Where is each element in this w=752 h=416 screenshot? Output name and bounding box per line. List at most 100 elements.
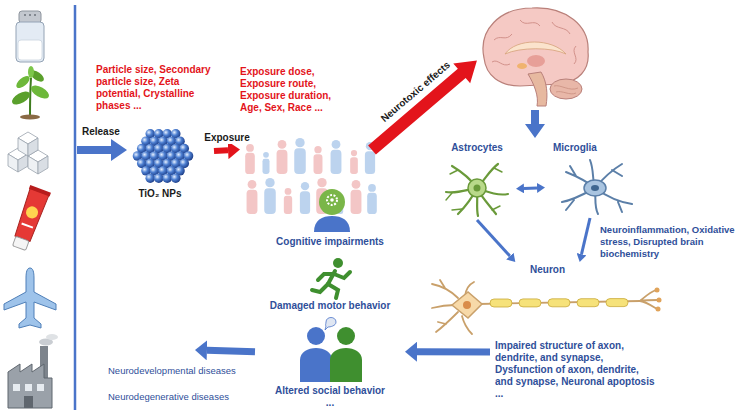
process-label: Neurotoxic effects xyxy=(379,59,453,125)
person-body xyxy=(294,148,306,174)
microglia-illustration xyxy=(562,160,632,214)
cell-name: Microglia xyxy=(553,142,633,154)
myelin-segment xyxy=(490,299,512,307)
neuron-illustration-part xyxy=(432,280,658,334)
person-silhouette xyxy=(247,180,258,214)
salt-shaker-icon-part xyxy=(19,11,41,23)
person-silhouette xyxy=(350,150,358,174)
social-behavior-icon-part xyxy=(325,318,336,331)
person-body xyxy=(351,190,362,214)
person-silhouette xyxy=(314,146,323,174)
behavior-name: Cognitive impairments xyxy=(255,236,405,248)
cell-name: Neuron xyxy=(530,264,590,276)
plant-icon-part xyxy=(20,115,40,120)
person-silhouette xyxy=(284,188,292,214)
disease-node: Neurodevelopmental diseasesNeurodegenera… xyxy=(108,350,246,410)
motor-behavior-icon-part xyxy=(333,258,343,268)
factory-icon-part xyxy=(25,384,32,391)
person-head xyxy=(295,138,304,147)
process-label: Release xyxy=(82,126,120,138)
behavior-node: Cognitive impairmentsDamaged motor behav… xyxy=(255,180,405,412)
person-silhouette xyxy=(300,182,310,214)
factory-icon-part xyxy=(46,334,58,340)
neuron-illustration-part-part xyxy=(462,316,472,334)
person-silhouette xyxy=(351,180,362,214)
release-arrow xyxy=(77,139,127,161)
social-behavior-icon-part xyxy=(337,327,355,345)
airplane-icon-part xyxy=(4,268,56,328)
property-list: Particle size, Secondary particle size, … xyxy=(96,64,214,112)
neuron-illustration-part xyxy=(657,298,662,303)
neuron-illustration-part xyxy=(655,288,660,293)
factory-icon-part xyxy=(24,396,33,408)
person-head xyxy=(278,140,287,149)
source-axis-line xyxy=(75,5,76,410)
cognitive-icon-part xyxy=(319,189,345,215)
person-head xyxy=(265,178,274,187)
sugar-cubes-icon-part xyxy=(18,132,38,156)
motor-behavior-icon-part xyxy=(334,272,350,278)
neuron-illustration-part-part xyxy=(432,280,458,298)
neuron-illustration-part-part xyxy=(640,290,658,309)
person-body xyxy=(277,150,288,174)
sunscreen-tube-icon xyxy=(9,185,51,252)
person-head xyxy=(351,150,357,156)
behavior-name: Altered social behavior xyxy=(255,385,405,397)
person-head xyxy=(285,188,292,195)
motor-behavior-icon xyxy=(312,258,350,298)
disease-name: Neurodevelopmental diseases xyxy=(108,365,246,377)
person-silhouette xyxy=(264,178,276,214)
brain-to-cells-arrow xyxy=(525,110,545,138)
astrocyte-illustration xyxy=(446,164,508,216)
social-behavior-icon-part xyxy=(300,348,332,382)
person-body xyxy=(314,154,323,174)
person-body xyxy=(264,188,276,214)
social-behavior-icon xyxy=(300,318,362,383)
astrocyte-illustration-part xyxy=(468,179,486,197)
sugar-cubes-icon xyxy=(8,132,48,174)
person-body xyxy=(300,191,310,214)
myelin-segment xyxy=(519,299,541,307)
sunscreen-tube-icon-part xyxy=(24,205,39,220)
person-head xyxy=(314,146,321,153)
person-body xyxy=(350,157,358,174)
brain-illustration-part xyxy=(528,72,547,106)
flow-arrow xyxy=(207,350,255,351)
cell-name: Astrocytes xyxy=(438,142,516,154)
person-silhouette xyxy=(294,138,306,174)
nanoparticle xyxy=(162,173,172,183)
person-body xyxy=(284,196,292,214)
sunscreen-tube-icon-part xyxy=(12,236,29,250)
effect-list: Neuroinflammation, Oxidative stress, Dis… xyxy=(600,224,746,260)
tio2-nanoparticle-cluster xyxy=(133,129,194,183)
myelin-segment xyxy=(577,299,599,307)
people-silhouettes xyxy=(245,138,377,214)
neuron-illustration-part xyxy=(452,292,482,318)
cognitive-icon-part xyxy=(327,195,337,205)
plant-icon-part xyxy=(29,83,51,102)
microglia-node: MicrogliaNeuroinflammation, Oxidative st… xyxy=(545,142,645,218)
social-behavior-icon-part xyxy=(307,327,325,345)
factory-icon-part xyxy=(13,384,20,391)
factory-icon-part xyxy=(8,364,52,408)
effect-list: Impaired structure of axon, dendrite, an… xyxy=(495,340,655,400)
myelin-segment xyxy=(606,299,628,307)
plant-icon xyxy=(10,66,51,120)
social-behavior-icon-part xyxy=(330,348,362,382)
airplane-icon xyxy=(4,268,56,328)
person-head xyxy=(248,180,257,189)
salt-shaker-icon-part xyxy=(24,14,26,16)
flow-arrow xyxy=(477,220,510,256)
ellipsis: ... xyxy=(255,397,405,409)
microglia-illustration-part xyxy=(584,180,606,196)
person-head xyxy=(352,180,361,189)
neuron-illustration-part xyxy=(656,307,661,312)
sunscreen-tube-icon-part xyxy=(13,188,49,242)
person-silhouette xyxy=(331,140,342,174)
salt-shaker-icon-part xyxy=(34,14,36,16)
person-head xyxy=(301,182,309,190)
